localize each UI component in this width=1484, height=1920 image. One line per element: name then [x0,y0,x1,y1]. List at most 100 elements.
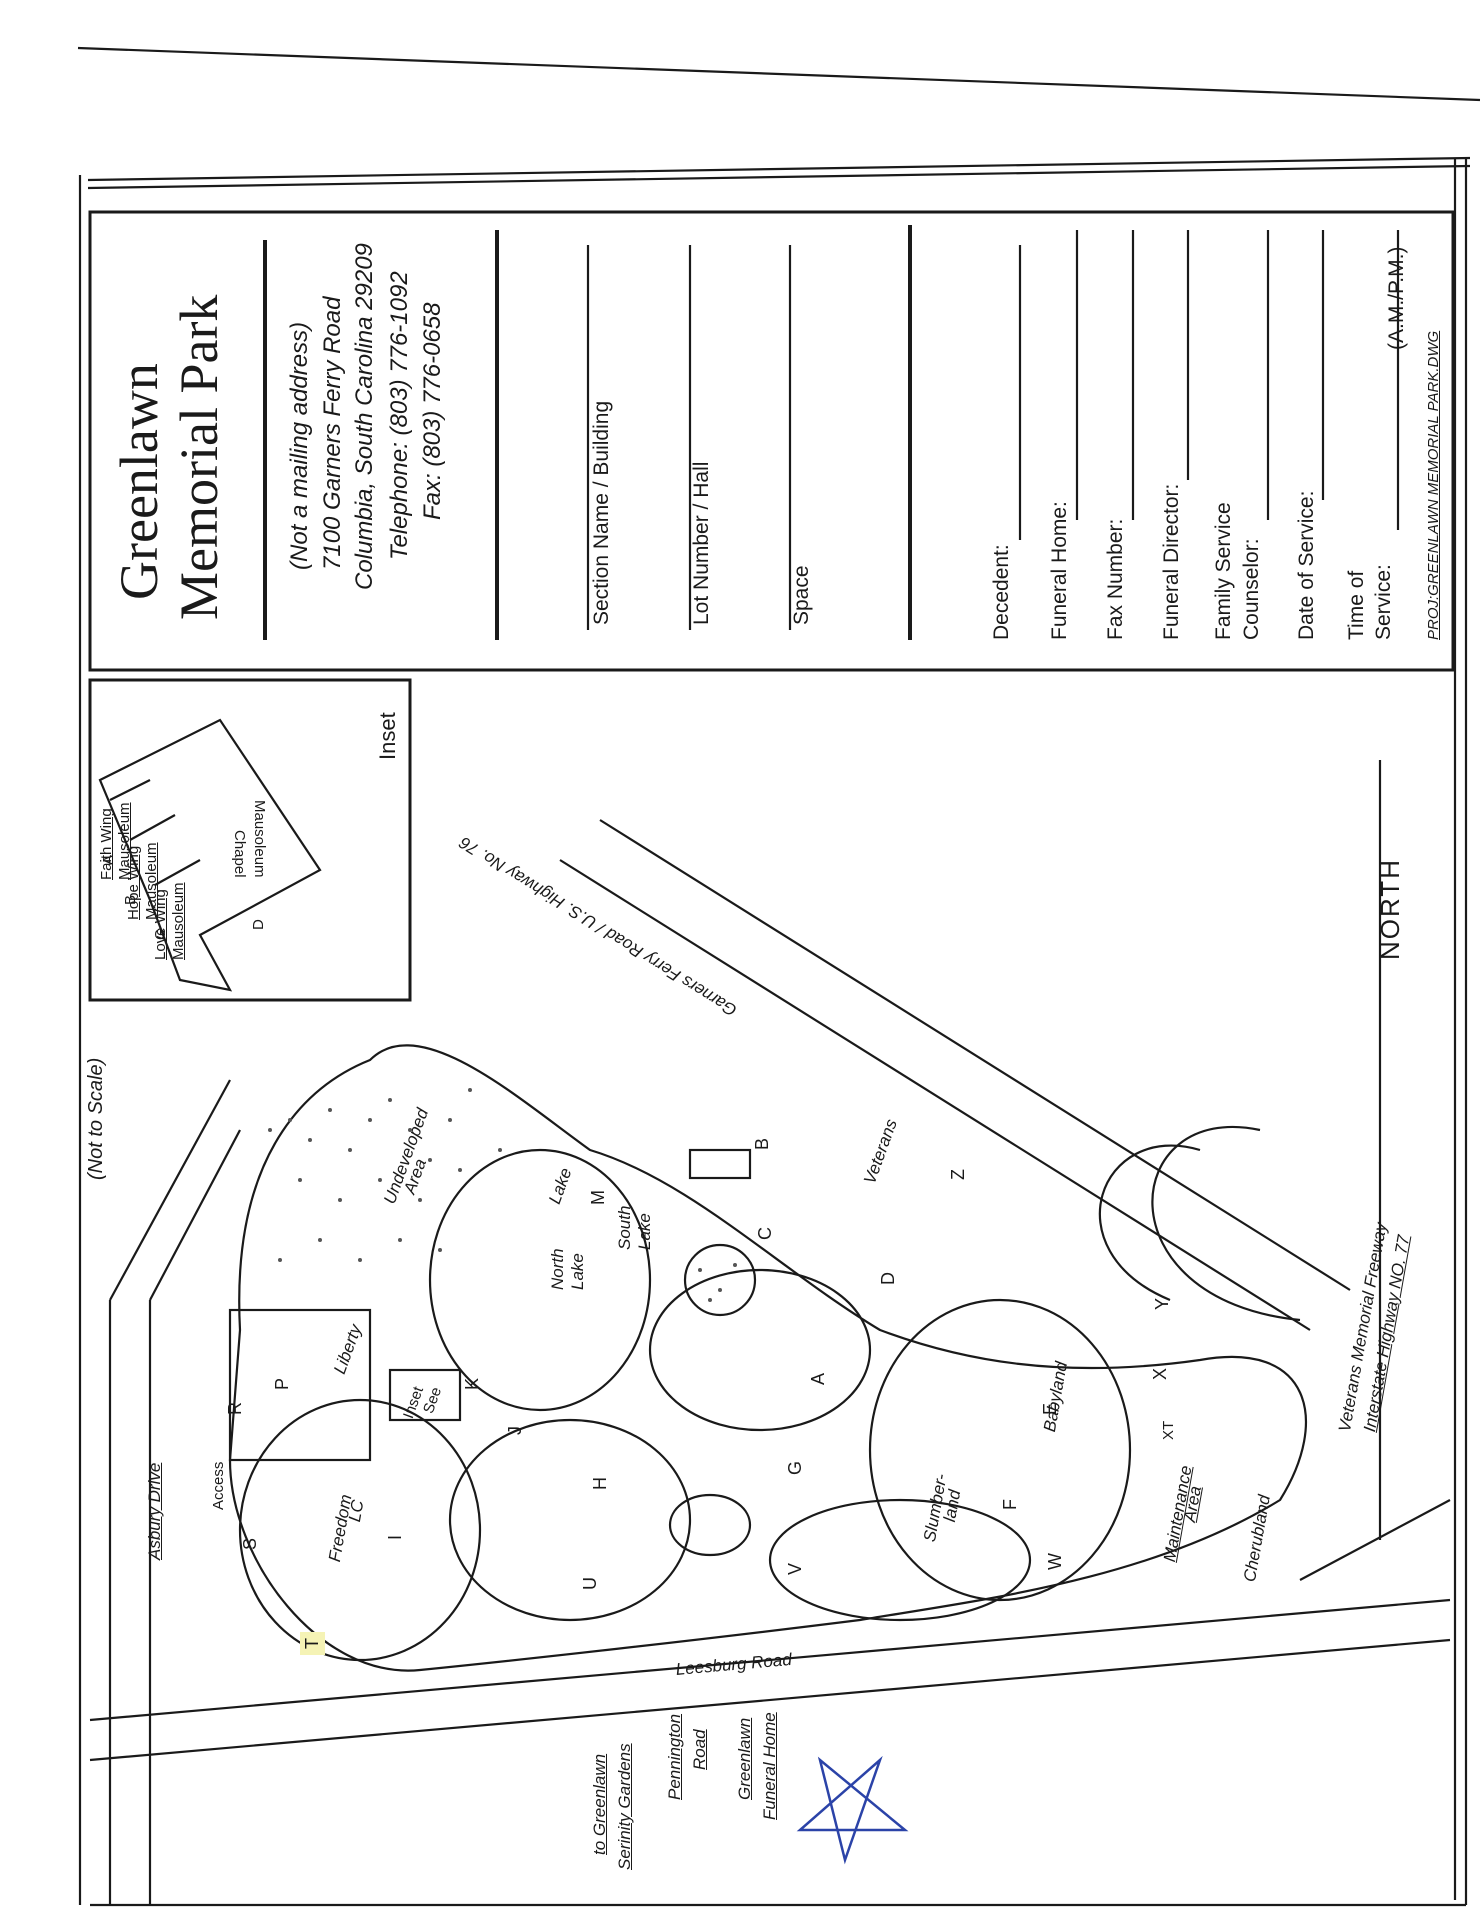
north-lake-1: North [548,1248,567,1290]
title-line2: Memorial Park [169,294,229,620]
section-w: W [1045,1553,1065,1570]
section-d: D [878,1272,898,1285]
asbury-drive-curve-inner [149,1129,241,1301]
xt-label: XT [1160,1420,1177,1440]
section-y: Y [1152,1297,1172,1310]
section-k: K [462,1377,482,1390]
asbury-drive-curve [109,1079,231,1301]
serinity-gardens-2: Serinity Gardens [615,1743,634,1870]
section-g: G [785,1460,805,1475]
south-lake-2: Lake [635,1213,654,1250]
garners-road-top [559,859,1311,1331]
section-h: H [590,1477,610,1490]
section-c-box [688,1148,752,1180]
field-time-line1: Time of [1345,570,1368,640]
section-r: R [225,1402,245,1415]
roundabout [683,1243,757,1317]
inset-letter-d: D [250,919,267,930]
section-z: Z [948,1169,968,1180]
section-j: J [505,1426,525,1435]
pennington-road-2: Road [690,1729,709,1770]
address-fax: Fax: (803) 776-0658 [419,302,446,520]
address-street: 7100 Garners Ferry Road [319,296,346,570]
inset-building [98,718,322,992]
inset-faith-1: Faith Wing [98,808,115,880]
leesburg-road-bottom [89,1638,1451,1762]
funeral-home-1: Greenlawn [735,1717,754,1800]
field-space: Space [790,565,813,625]
section-c: C [755,1227,775,1240]
inset-letter-c: C [152,929,169,940]
section-i: I [385,1534,405,1540]
not-to-scale-note: (Not to Scale) [85,1057,107,1180]
section-s: S [240,1537,260,1550]
field-lot: Lot Number / Hall [690,461,713,625]
undeveloped-stipple [268,1088,737,1302]
field-funeral-home: Funeral Home: [1048,501,1071,640]
north-lake-2: Lake [568,1253,587,1290]
inset-chapel-2: Mausoleum [251,800,268,878]
inset-label: Inset [375,712,400,760]
section-x: X [1150,1367,1170,1380]
serinity-gardens-1: to Greenlawn [590,1753,609,1855]
field-section: Section Name / Building [590,400,613,625]
access-label: Access [210,1461,227,1510]
loop-road-1 [1098,1144,1201,1302]
field-counselor-line1: Family Service [1212,502,1235,640]
inset-letter-a: A [100,854,117,865]
field-decedent: Decedent: [990,544,1013,640]
section-t: T [300,1632,325,1655]
drawing-reference: PROJ:GREENLAWN MEMORIAL PARK.DWG [1425,330,1442,640]
south-lake-1: South [615,1205,634,1250]
section-a-area [648,1268,872,1432]
section-h-area [448,1418,692,1622]
asbury-drive-label: Asbury Drive [145,1462,164,1560]
section-i-area [238,1398,482,1662]
field-funeral-director: Funeral Director: [1160,483,1183,640]
cemetery-boundary [228,1044,1308,1672]
section-e: E [1040,1402,1060,1415]
loop-road-2 [1151,1125,1301,1322]
field-am-pm: (A.M./P.M.) [1385,246,1408,350]
section-p-box [228,1308,372,1462]
north-label: NORTH [1375,858,1405,960]
inset-chapel-1: Chapel [231,830,248,878]
field-counselor-line2: Counselor: [1240,538,1263,640]
field-date-of-service: Date of Service: [1295,490,1318,640]
section-f: F [1000,1499,1020,1510]
freedom-lc-2: LC [345,1498,368,1524]
section-v: V [785,1562,805,1575]
funeral-home-2: Funeral Home [760,1712,779,1820]
freeway-line [1299,1499,1451,1581]
roundabout-small [668,1493,752,1557]
inset-hope-1: Hope Wing [125,845,142,920]
section-a: A [808,1372,828,1385]
inset-letter-b: B [122,894,139,905]
frame-top-inner [87,164,1471,190]
section-f-area [768,1498,1032,1622]
section-m: M [588,1190,608,1205]
field-time-line2: Service: [1372,564,1395,640]
inset-wing-a [109,779,151,801]
inset-wing-c [154,859,201,886]
leesburg-road-top [89,1598,1451,1722]
address-telephone: Telephone: (803) 776-1092 [386,271,413,560]
address-city: Columbia, South Carolina 29209 [351,243,378,590]
section-u: U [580,1577,600,1590]
section-p: P [272,1377,292,1390]
garners-road-bottom [599,819,1351,1291]
section-e-area [868,1298,1132,1602]
section-b: B [752,1137,772,1150]
address-note: (Not a mailing address) [286,321,313,570]
north-south-lake-area [428,1148,652,1412]
handwritten-star [796,1755,909,1865]
inset-frame [88,678,412,1002]
inset-wing-b [129,814,176,841]
title-block-frame [88,210,1455,672]
top-border [77,46,1481,102]
field-fax-number: Fax Number: [1104,518,1127,640]
inset-love-1: Love Wing [152,889,169,960]
inset-see-box [388,1368,462,1422]
